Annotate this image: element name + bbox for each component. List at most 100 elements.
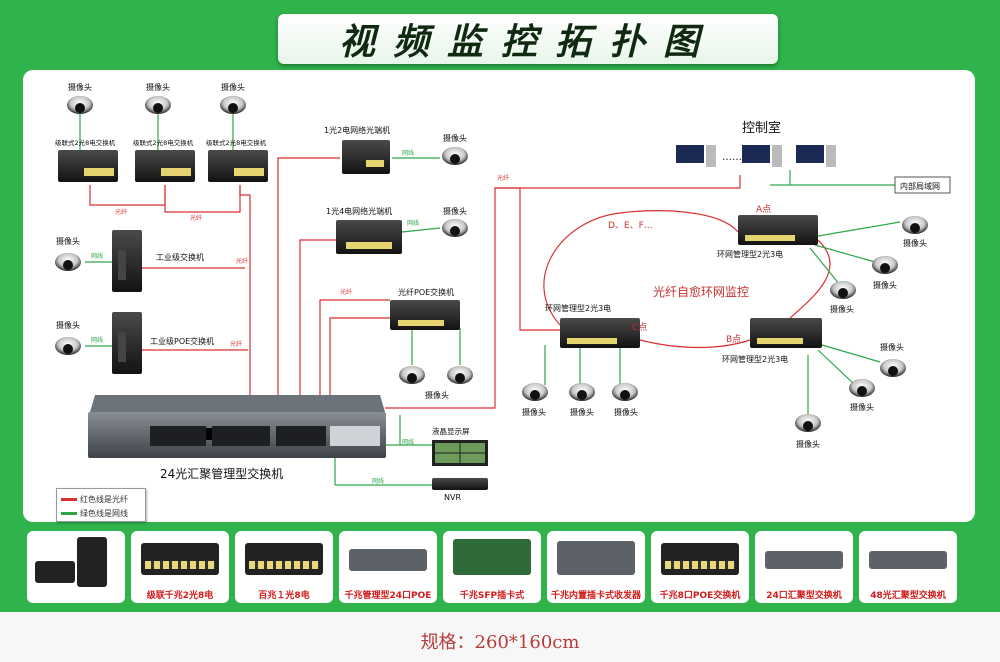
camera-label: 摄像头 — [850, 402, 874, 412]
product-caption: 48光汇聚型交换机 — [870, 591, 946, 601]
fiber-swatch — [61, 498, 77, 501]
product-card: 48光汇聚型交换机 — [859, 531, 957, 603]
point-b-label: B点 — [726, 334, 741, 345]
product-image — [557, 541, 635, 575]
fiber-ring-2 — [789, 239, 831, 319]
network-label: 网线 — [402, 438, 414, 446]
page-title: 视频监控拓扑图 — [338, 21, 717, 63]
nvr-label: NVR — [444, 493, 461, 502]
product-caption: 千兆SFP插卡式 — [459, 591, 525, 601]
camera-icon — [145, 96, 171, 114]
media-converter-label: 1光4电网络光端机 — [326, 206, 392, 216]
camera-label: 摄像头 — [830, 304, 854, 314]
camera-icon — [55, 337, 81, 355]
cascade-switch-2 — [135, 150, 195, 182]
network-label: 网线 — [91, 336, 103, 344]
fiber-conv-1 — [277, 157, 340, 395]
pc-icon — [676, 145, 716, 167]
spec-band — [0, 612, 1000, 662]
camera-icon — [442, 147, 468, 165]
camera-label: 摄像头 — [425, 390, 449, 400]
cameras — [55, 96, 928, 432]
legend-network-text: 绿色线是网线 — [80, 509, 128, 518]
camera-icon — [830, 281, 856, 299]
camera-icon — [795, 414, 821, 432]
camera-icon — [880, 359, 906, 377]
poe-switch-label: 光纤POE交换机 — [398, 287, 454, 297]
network-swatch — [61, 512, 77, 515]
product-image — [349, 549, 427, 571]
fiber-cascade-2 — [164, 185, 241, 213]
link-labels: 光纤 光纤 光纤 光纤 光纤 光纤 网线 网线 网线 网线 网线 网线 — [91, 149, 509, 485]
point-c-label: C点 — [632, 322, 647, 333]
product-caption: 千兆8口POE交换机 — [659, 591, 741, 601]
lan-box — [894, 176, 951, 194]
network-links — [79, 112, 901, 486]
camera-icon — [872, 256, 898, 274]
product-strip: 级联千兆2光8电 百兆１光8电 千兆管理型24口POE 千兆SFP插卡式 千兆内… — [23, 528, 975, 608]
fiber-ring — [543, 210, 739, 326]
industrial-switch — [112, 230, 142, 292]
media-converter-1 — [342, 140, 390, 174]
camera-icon — [447, 366, 473, 384]
product-image — [661, 543, 739, 575]
product-caption: 级联千兆2光8电 — [146, 591, 214, 601]
ring-switch-label: 环网管理型2光3电 — [717, 249, 783, 259]
camera-label: 摄像头 — [443, 133, 467, 143]
product-caption: 千兆内置插卡式收发器 — [550, 591, 641, 601]
product-card: 级联千兆2光8电 — [131, 531, 229, 603]
fiber-ring-ll — [495, 187, 560, 331]
industrial-switch-label: 工业级交换机 — [156, 252, 204, 262]
fiber-ring-3 — [639, 339, 751, 349]
legend: 红色线是光纤 绿色线是网线 — [56, 488, 146, 522]
media-converter-2 — [336, 220, 402, 254]
switches — [58, 140, 951, 490]
lcd-monitor — [432, 440, 488, 466]
camera-label: 摄像头 — [56, 320, 80, 330]
camera-icon — [522, 383, 548, 401]
fiber-poe — [319, 299, 390, 395]
fiber-label: 光纤 — [236, 257, 248, 265]
camera-label: 摄像头 — [796, 439, 820, 449]
spec-text: 规格：260*160cm — [420, 632, 580, 653]
product-image — [35, 561, 75, 583]
control-room-label: 控制室 — [742, 120, 781, 136]
product-card: 千兆8口POE交换机 — [651, 531, 749, 603]
pc-icon — [742, 145, 782, 167]
fiber-cascade-1 — [89, 185, 166, 206]
product-caption: 千兆管理型24口POE — [344, 591, 432, 601]
industrial-poe-label: 工业级POE交换机 — [150, 336, 214, 346]
product-image — [453, 539, 531, 575]
product-card: 千兆管理型24口POE — [339, 531, 437, 603]
camera-icon — [442, 219, 468, 237]
fiber-label: 光纤 — [115, 208, 127, 216]
fiber-label: 光纤 — [190, 214, 202, 222]
cascade-switch-label: 级联式2光8电交换机 — [206, 138, 267, 147]
ring-switch-right — [750, 318, 822, 348]
point-a-label: A点 — [756, 204, 771, 215]
legend-fiber: 红色线是光纤 — [61, 494, 128, 505]
product-card: 千兆内置插卡式收发器 — [547, 531, 645, 603]
camera-label: 摄像头 — [880, 342, 904, 352]
fiber-label: 光纤 — [340, 288, 352, 296]
lcd-label: 液晶显示屏 — [432, 426, 470, 436]
cascade-switch-1 — [58, 150, 118, 182]
fiber-label: 光纤 — [230, 340, 242, 348]
product-image — [77, 537, 107, 587]
fiber-links — [89, 157, 831, 409]
camera-icon — [55, 253, 81, 271]
ring-switch-label: 环网管理型2光3电 — [545, 303, 611, 313]
fiber-conv-2 — [299, 239, 340, 395]
product-card: 百兆１光8电 — [235, 531, 333, 603]
camera-icon — [399, 366, 425, 384]
product-ports — [665, 561, 735, 569]
product-ports — [249, 561, 319, 569]
legend-network: 绿色线是网线 — [61, 508, 128, 519]
camera-label: 摄像头 — [570, 407, 594, 417]
core-switch-label: 24光汇聚管理型交换机 — [160, 466, 283, 481]
network-label: 网线 — [407, 219, 419, 227]
camera-icon — [67, 96, 93, 114]
camera-label: 摄像头 — [221, 82, 245, 92]
cascade-switch-3 — [208, 150, 268, 182]
